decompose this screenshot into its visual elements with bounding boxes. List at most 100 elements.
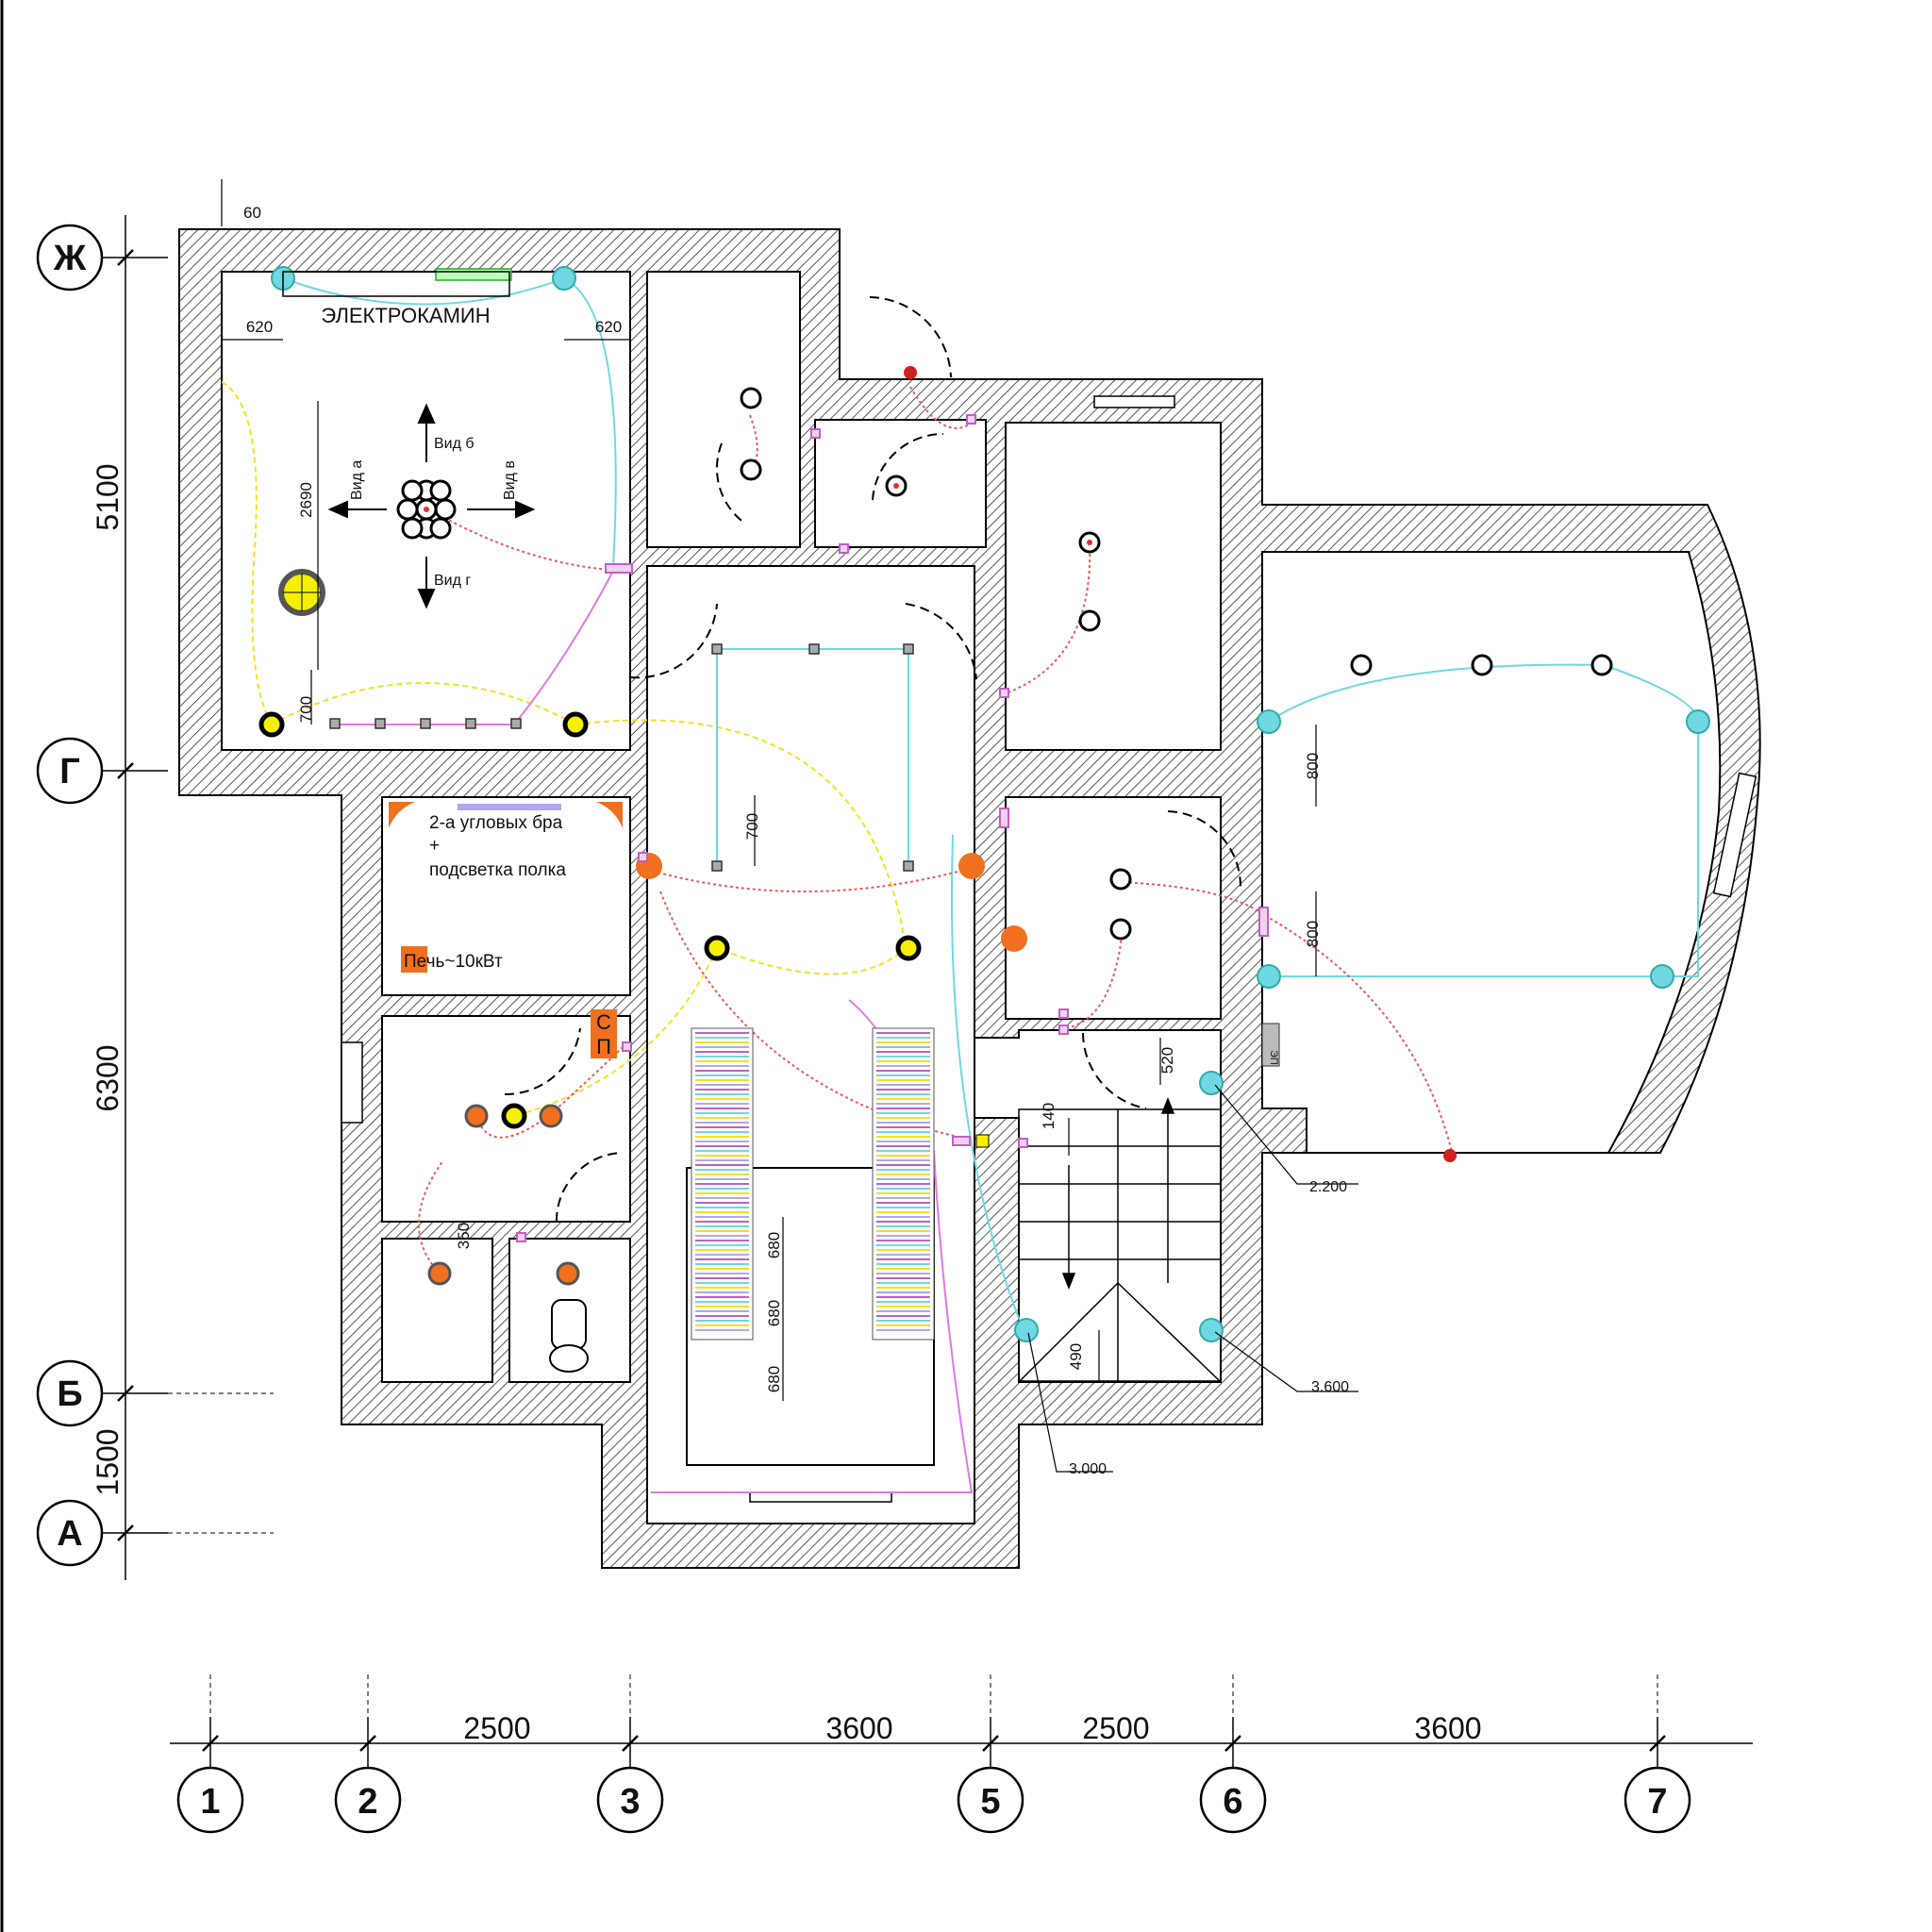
view-v-label: Вид в [502,460,518,500]
grid-row-b: Б [57,1374,82,1414]
sauna-note-3: подсветка полка [429,860,566,880]
sauna-note-2: + [429,836,440,856]
panel-p-label: П [596,1035,611,1058]
walls [178,228,1761,1569]
wire-yellow [271,682,576,725]
grid-col-3: 3 [620,1782,640,1822]
wire-pink [335,570,614,725]
dim-2500-a: 2500 [463,1711,530,1745]
grid-col-2: 2 [358,1782,377,1822]
electric-panel-box [1261,1023,1280,1067]
level-3000: 3.000 [1069,1461,1107,1477]
outer-wall-left [178,228,1761,1569]
dim-3600-b: 3600 [1414,1711,1481,1745]
wall-outlets [904,366,1457,1162]
shower-room [381,1015,631,1223]
toilet-icon [549,1299,589,1373]
dim-3600-a: 3600 [825,1711,892,1745]
room-right-mid [1005,796,1222,1020]
sauna-control-panel: С П [401,946,617,1058]
local-dimensions: 620 620 60 2690 700 700 800 800 520 140 … [221,179,1322,1401]
dim-520: 520 [1158,1047,1176,1074]
grid-row-zh: Ж [53,239,87,278]
dim-700-left: 700 [297,696,315,723]
loungers [691,1027,935,1341]
wire-red [1065,928,1124,1029]
dim-800-top: 800 [1304,753,1322,779]
dim-140: 140 [1040,1103,1058,1129]
wire-red [418,1159,444,1274]
dim-680-1: 680 [765,1232,783,1258]
fixtures: С П ЭП [258,266,1710,1373]
level-3600: 3.600 [1311,1379,1349,1395]
spot-lamps-yellow [258,711,922,1129]
ceiling-lamp-icon [278,569,325,616]
electric-panel-label: ЭП [1268,1050,1279,1065]
view-b-label: Вид б [434,436,475,452]
wall-sconces [389,802,1027,952]
dim-5100: 5100 [91,463,125,530]
stove-label: Печь~10кВт [404,952,503,972]
wire-yellow [575,719,908,975]
dim-680-3: 680 [765,1366,783,1392]
switches [516,414,1269,1242]
grid-col-5: 5 [980,1782,1000,1822]
room-right-top [1005,422,1222,751]
wc-left [381,1238,493,1383]
wire-cyan [950,834,1024,1331]
annotations: ЭЛЕКТРОКАМИН Вид б Вид г Вид а Вид в 2-а… [321,304,1358,1477]
fireplace-hearth [282,271,510,297]
dim-620-left: 620 [246,318,273,336]
sauna-room [381,796,631,996]
fireplace-label: ЭЛЕКТРОКАМИН [321,304,490,327]
dim-6300: 6300 [91,1044,125,1111]
wire-red [641,867,973,892]
dim-800-bottom: 800 [1304,921,1322,947]
grid-col-1: 1 [200,1782,220,1822]
grid-axes: Ж Г Б А 1 2 3 5 6 7 5100 6300 1500 2500 … [36,215,1753,1834]
spot-lamps [740,387,1613,941]
room-outlines [221,271,1222,1524]
pool-hall [646,565,975,1524]
small-room [814,419,987,548]
dim-700-hall: 700 [743,813,761,840]
cyan-wall-lamps [271,266,1710,1342]
dim-2690: 2690 [297,482,315,518]
dim-490: 490 [1067,1343,1085,1370]
bathroom-lamps [427,1104,580,1286]
dim-620-right: 620 [595,318,622,336]
electric-fireplace-icon [435,268,512,281]
dim-350: 350 [455,1223,473,1249]
pool-downlights [329,643,914,872]
grid-col-6: 6 [1223,1782,1242,1822]
view-g-label: Вид г [434,573,471,589]
wc-right [508,1238,631,1383]
wire-red [1117,881,1454,1157]
grid-col-7: 7 [1647,1782,1667,1822]
level-2200: 2.200 [1309,1179,1347,1195]
sauna-note-1: 2-а угловых бра [429,813,563,833]
dim-60: 60 [243,204,261,222]
wiring [221,276,1699,1493]
chandelier-icon [396,479,457,540]
storage-room [646,271,801,548]
wire-yellow [513,947,718,1117]
wire-red [1005,541,1091,694]
wire-red [749,414,758,473]
grid-row-g: Г [59,752,80,791]
staircase [1018,1096,1222,1383]
wire-red [909,386,973,429]
view-a-label: Вид а [349,460,365,500]
dim-680-2: 680 [765,1300,783,1326]
windows [341,395,1757,1503]
grid-row-a: А [57,1514,82,1554]
junction-box-yellow [975,1134,990,1148]
doors [504,296,1241,1223]
panel-c-label: С [596,1010,611,1034]
wire-yellow [221,381,273,725]
dim-2500-b: 2500 [1082,1711,1149,1745]
wire-cyan [1268,663,1699,977]
dim-1500: 1500 [91,1428,125,1495]
wire-red [428,508,624,572]
